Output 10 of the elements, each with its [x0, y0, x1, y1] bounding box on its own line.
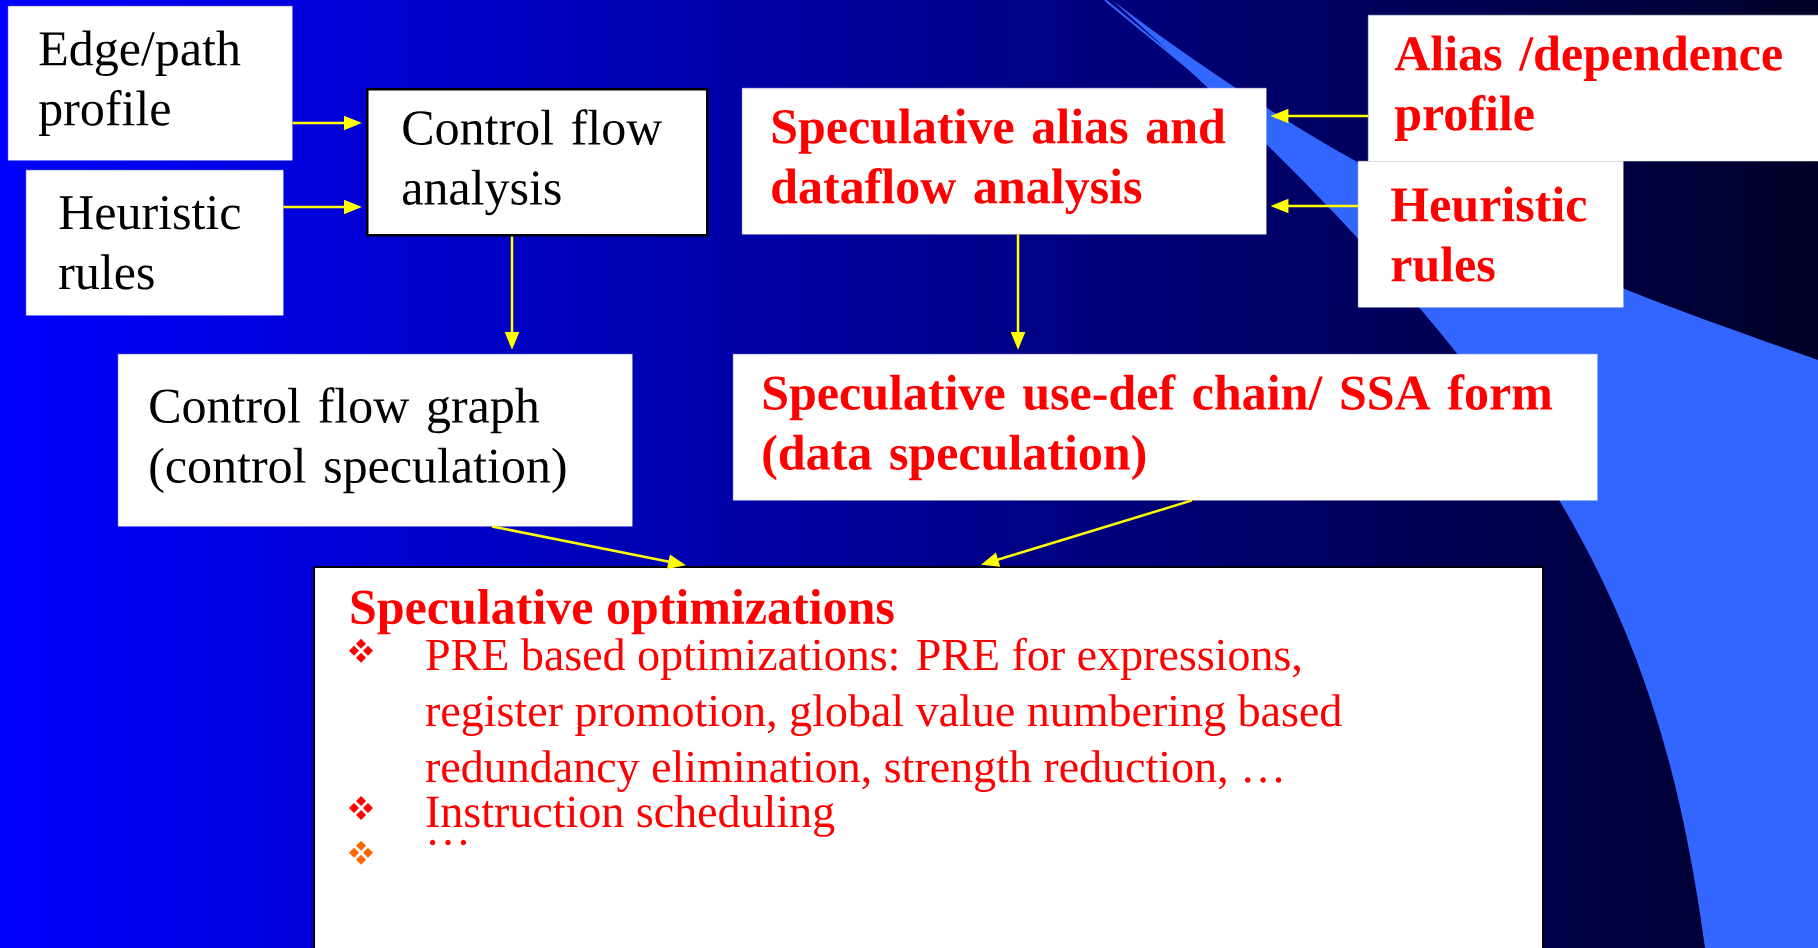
input-box: Edge/path profile [8, 6, 293, 161]
process-box: Control flow analysis [366, 88, 709, 237]
input-box: Heuristic rules [26, 170, 284, 316]
input-box: Alias /dependence profile [1368, 15, 1818, 162]
result-box: Control flow graph (control speculation) [118, 354, 633, 527]
input-box: Heuristic rules [1358, 161, 1624, 308]
node-label: Alias /dependence profile [1394, 35, 1782, 141]
process-box: Speculative alias and dataflow analysis [742, 88, 1267, 235]
result-box: Speculative use-def chain/ SSA form (data speculation) [733, 354, 1598, 501]
optimization-box: Speculative optimizations PRE based optimizations: PRE for expressions, register promotion, global value numbering based redundancy elimination, strength reduction, … Instruction scheduling … [313, 566, 1544, 948]
